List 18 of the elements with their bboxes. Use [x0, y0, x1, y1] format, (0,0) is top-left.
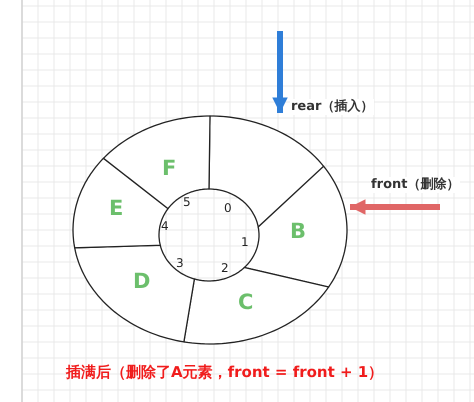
index-number: 1 [241, 236, 249, 249]
slot-letter: D [133, 270, 150, 292]
ring-sector [243, 165, 348, 288]
index-number: 5 [183, 196, 191, 209]
arrow [272, 31, 288, 113]
edge-label: front（删除） [370, 177, 460, 193]
slot-letter: F [162, 157, 176, 179]
arrow [350, 199, 440, 215]
index-number: 2 [221, 262, 229, 275]
slot-letter: E [109, 197, 124, 219]
slot-letter: B [290, 220, 306, 242]
ring-sector [73, 244, 196, 343]
caption: 插满后（删除了A元素，front = front + 1） [66, 362, 384, 382]
index-number: 3 [176, 257, 184, 270]
index-number: 0 [224, 202, 232, 215]
edge-label: rear（插入） [290, 99, 374, 115]
slot-letter: C [238, 291, 254, 313]
index-number: 4 [161, 220, 169, 233]
